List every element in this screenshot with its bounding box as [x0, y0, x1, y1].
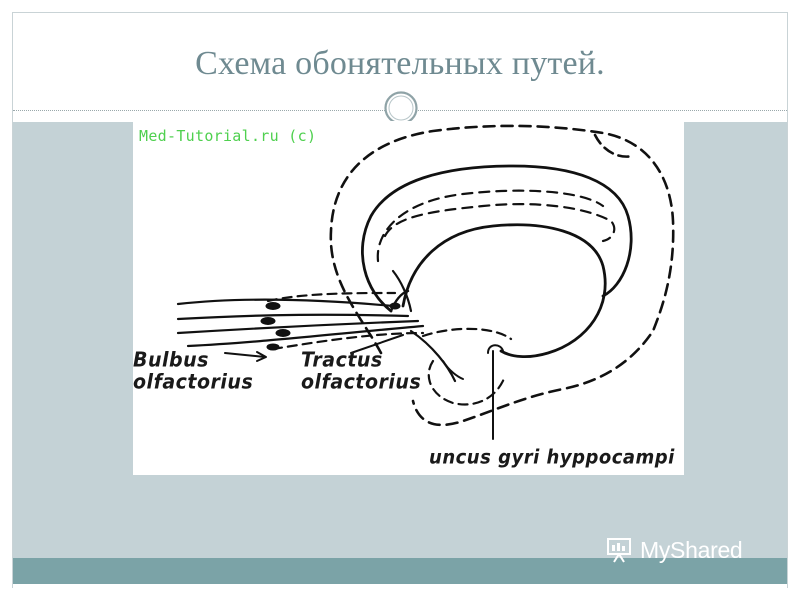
watermark-text: Med-Tutorial.ru (c) [139, 127, 317, 145]
tract-branch-fork [442, 360, 464, 380]
tract-fiber-3 [176, 319, 420, 335]
root-curve-2 [391, 269, 413, 313]
uncus-ring [487, 344, 504, 354]
bulbus-arrow-head [256, 351, 267, 362]
neuron-body-3 [275, 329, 291, 337]
title-area: Схема обонятельных путей. [13, 13, 787, 111]
label-bulbus-line1: Bulbus [133, 348, 209, 373]
label-tractus-line1: Tractus [301, 348, 383, 373]
projector-screen-icon [607, 538, 631, 563]
tract-fiber-2 [176, 313, 410, 321]
label-tractus-line2: olfactorius [301, 369, 422, 394]
neuron-body-5 [389, 302, 401, 310]
inner-dashed-arc-2 [383, 203, 616, 243]
slide-title: Схема обонятельных путей. [195, 45, 605, 82]
uncus-dashed-loop [427, 359, 507, 406]
label-bulbus-line2: olfactorius [133, 369, 254, 394]
myshared-logo[interactable]: MyShared [606, 536, 743, 564]
tract-fiber-4 [186, 324, 425, 348]
footer-band [13, 558, 787, 584]
neuron-body-2 [260, 317, 276, 325]
olfactory-pathway-diagram: Med-Tutorial.ru (c) Bulbus olfactorius T… [133, 121, 684, 475]
label-bulbus-olfactorius: Bulbus olfactorius [133, 349, 253, 392]
brand-name: MyShared [640, 536, 743, 563]
inner-solid-arc [401, 223, 607, 358]
tract-dashed-top [266, 291, 397, 303]
tractus-pointer-line [350, 334, 404, 354]
neuron-body-4 [266, 343, 280, 351]
inner-dashed-arc-1 [376, 189, 605, 263]
label-uncus-gyri-hyppocampi: uncus gyri hyppocampi [429, 446, 675, 469]
neuron-body-1 [265, 302, 281, 310]
tract-fiber-1 [176, 298, 395, 308]
bulbus-pointer-arrow [224, 352, 266, 358]
lower-dashed-arc [421, 327, 513, 341]
bottom-strip [13, 584, 787, 588]
tract-dashed-bottom [271, 331, 425, 351]
top-notch-outline [593, 133, 635, 158]
diagram-drawing [176, 124, 675, 440]
outer-dashed-outline [329, 124, 675, 427]
tract-branch-lower [409, 329, 457, 383]
label-tractus-olfactorius: Tractus olfactorius [301, 349, 421, 392]
outer-solid-arc [361, 164, 633, 313]
